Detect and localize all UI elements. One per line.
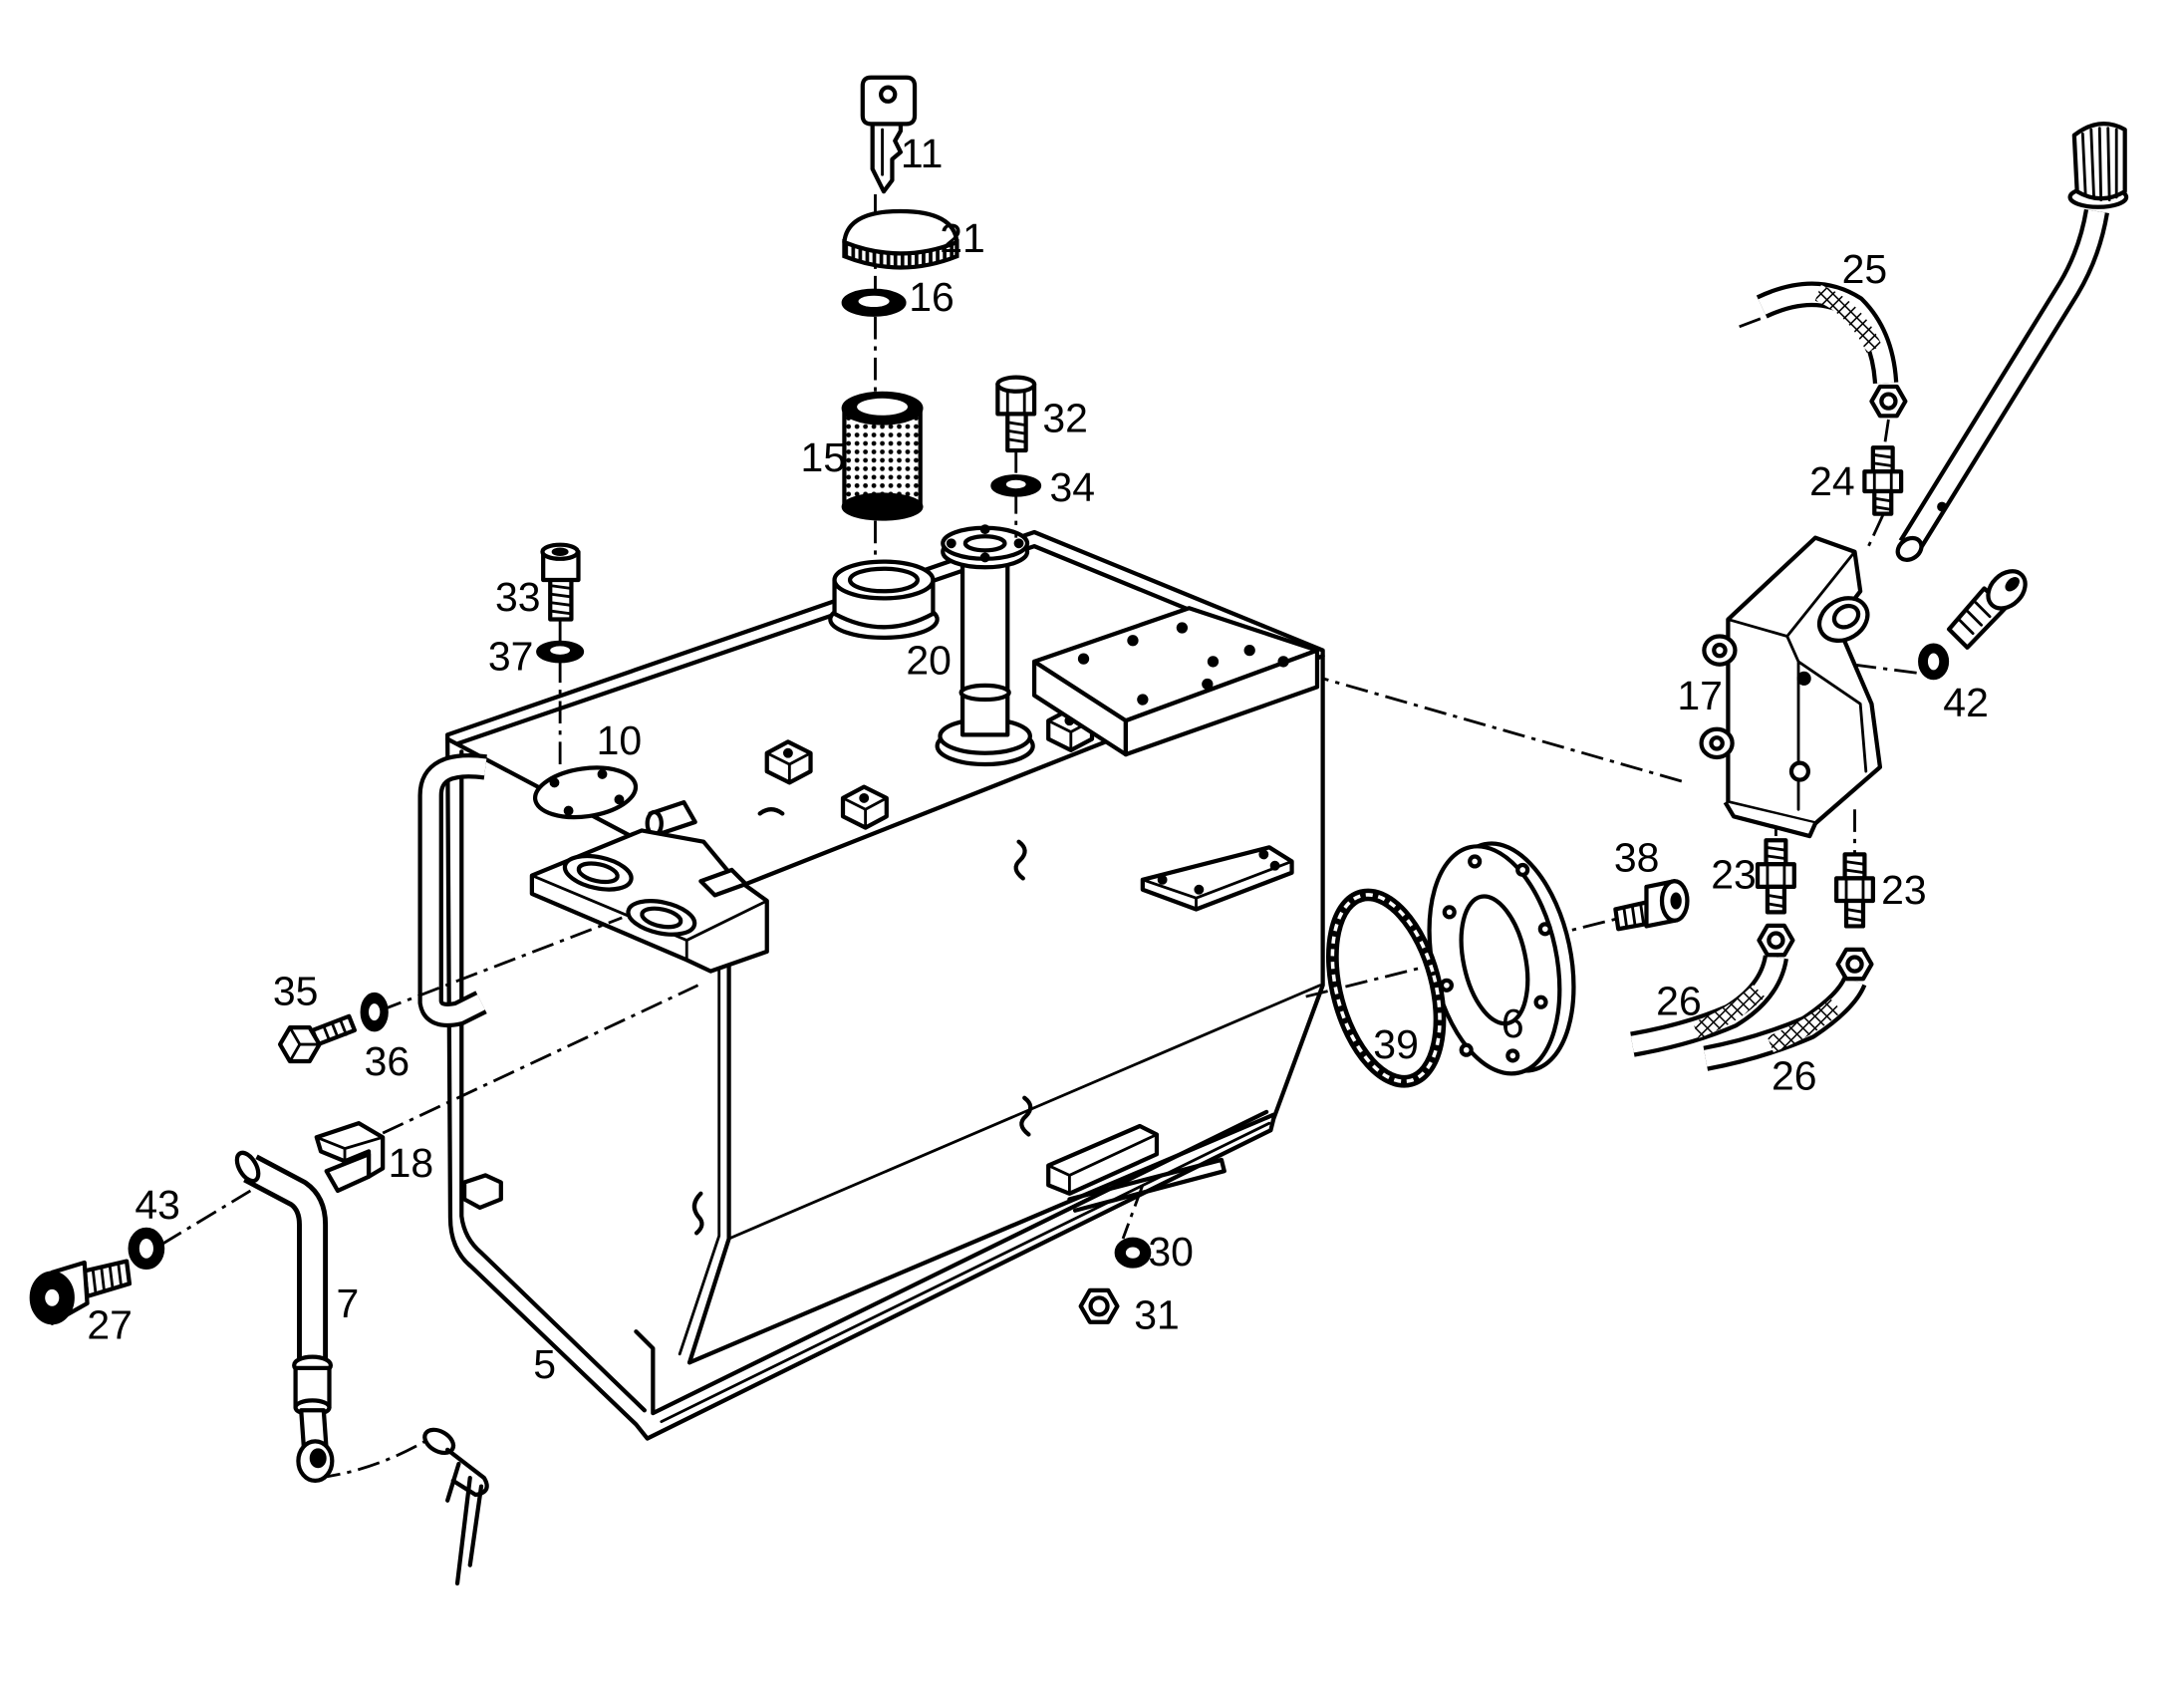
union-fitting <box>1834 852 1875 929</box>
cotter-pin <box>422 1427 489 1586</box>
callout-7: 7 <box>336 1280 359 1326</box>
strainer <box>841 391 924 521</box>
hose <box>1703 947 1874 1071</box>
callout-27: 27 <box>87 1301 133 1347</box>
callout-31: 31 <box>1134 1291 1180 1337</box>
hose <box>1756 281 1908 419</box>
cover-plate <box>532 765 639 820</box>
socket-bolt <box>1613 879 1690 932</box>
control-rod <box>1895 122 2129 562</box>
washer <box>1918 643 1950 681</box>
valve-body <box>1699 535 1883 839</box>
callout-20: 20 <box>906 638 952 684</box>
filler-cap <box>842 208 959 270</box>
washer <box>360 992 389 1032</box>
callout-34: 34 <box>1049 464 1095 510</box>
callout-35: 35 <box>273 969 319 1014</box>
callout-11: 11 <box>901 131 944 176</box>
top-lug <box>840 784 889 830</box>
slot <box>691 1191 704 1236</box>
mounting-plate <box>529 828 769 974</box>
callout-24: 24 <box>1809 458 1855 504</box>
callout-38: 38 <box>1614 834 1660 880</box>
gasket-ring <box>1325 888 1447 1088</box>
washer <box>128 1227 165 1271</box>
socket-bolt <box>1947 569 2028 650</box>
callout-23: 23 <box>1711 851 1757 897</box>
union-fitting <box>1862 445 1904 516</box>
key-icon <box>860 75 918 194</box>
socket-bolt <box>29 1259 133 1325</box>
callout-16: 16 <box>909 274 955 320</box>
washer <box>1114 1237 1152 1269</box>
callout-26: 26 <box>1772 1052 1817 1098</box>
washer <box>990 474 1042 497</box>
hose <box>1630 923 1795 1057</box>
vent-nipple <box>645 800 697 837</box>
grab-handle <box>417 753 487 1028</box>
bottom-bracket <box>1046 1123 1227 1213</box>
socket-bolt <box>540 542 581 622</box>
callout-30: 30 <box>1148 1229 1194 1275</box>
callout-43: 43 <box>135 1182 180 1228</box>
leader-lines <box>160 194 1917 1480</box>
callout-23: 23 <box>1881 867 1927 913</box>
cap-seal <box>841 288 907 317</box>
filler-pipe <box>234 1150 335 1484</box>
callout-42: 42 <box>1943 680 1989 725</box>
hex-nut <box>1078 1287 1120 1324</box>
top-lug <box>764 739 813 785</box>
callout-25: 25 <box>1842 246 1888 292</box>
callout-36: 36 <box>365 1038 410 1084</box>
callout-26: 26 <box>1656 978 1702 1023</box>
sender-tube <box>935 524 1035 767</box>
sender-block <box>1031 606 1320 757</box>
filler-neck <box>828 559 940 641</box>
clip <box>314 1121 386 1194</box>
callout-32: 32 <box>1042 396 1088 441</box>
front-plate <box>1140 845 1294 912</box>
flange-ring <box>1427 841 1576 1076</box>
callout-21: 21 <box>940 215 985 261</box>
slot <box>1013 839 1027 881</box>
side-lug <box>461 1173 503 1211</box>
callout-39: 39 <box>1373 1021 1419 1067</box>
slot <box>1019 1095 1033 1137</box>
callout-17: 17 <box>1677 673 1723 718</box>
union-fitting <box>1755 838 1796 915</box>
callout-37: 37 <box>488 633 534 679</box>
bolt <box>995 375 1037 453</box>
washer <box>536 640 585 664</box>
callout-5: 5 <box>533 1341 556 1387</box>
callouts: 11 21 16 25 32 15 34 24 33 20 37 10 17 4… <box>87 131 1988 1387</box>
fuel-tank <box>445 524 1325 1441</box>
callout-6: 6 <box>1502 1000 1524 1046</box>
callout-15: 15 <box>800 434 846 480</box>
slot <box>757 807 785 816</box>
hex-bolt <box>277 1013 358 1064</box>
callout-18: 18 <box>389 1140 434 1186</box>
callout-33: 33 <box>495 574 541 620</box>
callout-10: 10 <box>597 717 643 763</box>
